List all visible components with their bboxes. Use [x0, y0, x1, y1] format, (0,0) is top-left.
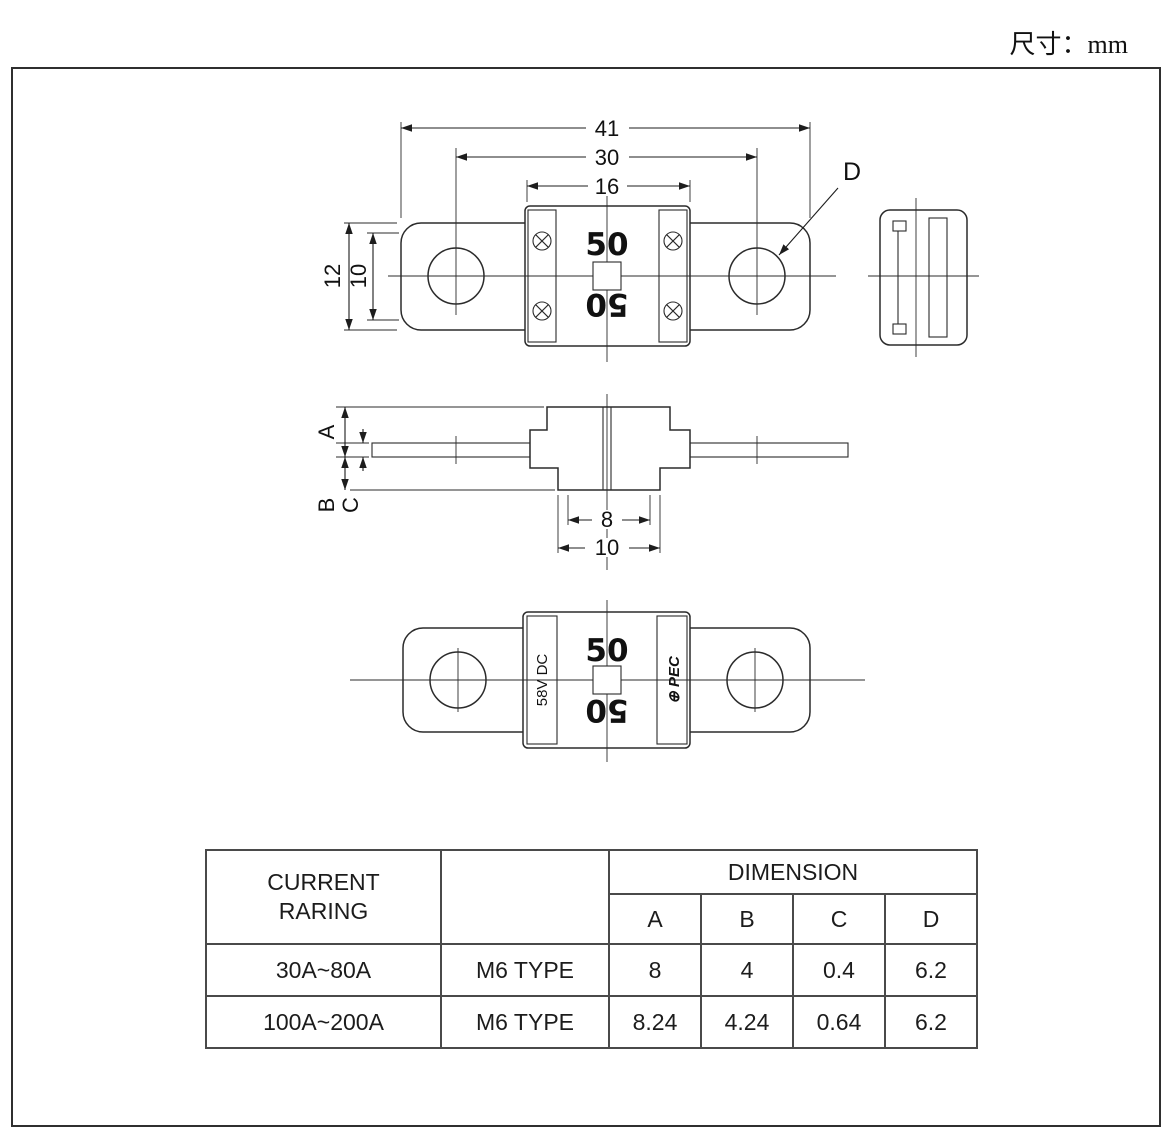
- table-header-type: [440, 849, 610, 945]
- cell-dim-d: 6.2: [884, 943, 978, 997]
- voltage-label: 58V DC: [534, 654, 551, 707]
- brand-logo: ⊕ PEC: [666, 655, 683, 704]
- table-header-col-b: B: [700, 893, 794, 945]
- cell-dim-c: 0.64: [792, 995, 886, 1049]
- dim-label-a: A: [314, 424, 339, 439]
- dim-label-c: C: [338, 497, 363, 513]
- technical-drawing: 50 50 41 30 16 12 10 D: [314, 116, 979, 762]
- table-header-dimension: DIMENSION: [608, 849, 978, 895]
- table-header-col-c: C: [792, 893, 886, 945]
- dim-hole-spacing: 30: [595, 145, 619, 170]
- dim-terminal-height: 10: [346, 264, 371, 288]
- table-row: 100A~200A M6 TYPE 8.24 4.24 0.64 6.2: [205, 995, 978, 1049]
- dim-base-inner: 8: [601, 507, 613, 532]
- cell-dim-a: 8.24: [608, 995, 702, 1049]
- rating-text-top: 50: [585, 633, 628, 669]
- top-view: 50 50: [388, 148, 836, 362]
- cell-type: M6 TYPE: [440, 943, 610, 997]
- table-header-current-rating: CURRENT RARING: [205, 849, 442, 945]
- dimension-table-section: CURRENT RARING DIMENSION A B C D 30A~80A…: [205, 849, 978, 1049]
- dim-base-outer: 10: [595, 535, 619, 560]
- rating-text-top: 50: [585, 227, 628, 263]
- units-label: 尺寸：mm: [1009, 30, 1128, 59]
- rating-text-inverted: 50: [585, 692, 628, 728]
- cell-type: M6 TYPE: [440, 995, 610, 1049]
- dim-body-width: 16: [595, 174, 619, 199]
- rating-text-inverted: 50: [585, 286, 628, 322]
- cell-rating: 30A~80A: [205, 943, 442, 997]
- table-header-col-a: A: [608, 893, 702, 945]
- dim-overall-length: 41: [595, 116, 619, 141]
- cell-dim-b: 4.24: [700, 995, 794, 1049]
- side-profile-dimensions: A B C 8 10: [314, 406, 661, 560]
- side-profile-view: [371, 394, 849, 570]
- hole-diameter-label: D: [843, 158, 861, 186]
- dimension-table: CURRENT RARING DIMENSION A B C D 30A~80A…: [205, 849, 978, 1049]
- table-row: 30A~80A M6 TYPE 8 4 0.4 6.2: [205, 943, 978, 997]
- side-view: [868, 198, 979, 357]
- cell-rating: 100A~200A: [205, 995, 442, 1049]
- table-header-col-d: D: [884, 893, 978, 945]
- cell-dim-a: 8: [608, 943, 702, 997]
- dim-tab-height: 12: [320, 264, 345, 288]
- top-view-dimensions: 41 30 16 12 10 D: [320, 116, 861, 331]
- dim-label-b: B: [314, 498, 339, 513]
- cell-dim-b: 4: [700, 943, 794, 997]
- bottom-view: 50 50 58V DC ⊕ PEC: [350, 600, 865, 762]
- cell-dim-c: 0.4: [792, 943, 886, 997]
- cell-dim-d: 6.2: [884, 995, 978, 1049]
